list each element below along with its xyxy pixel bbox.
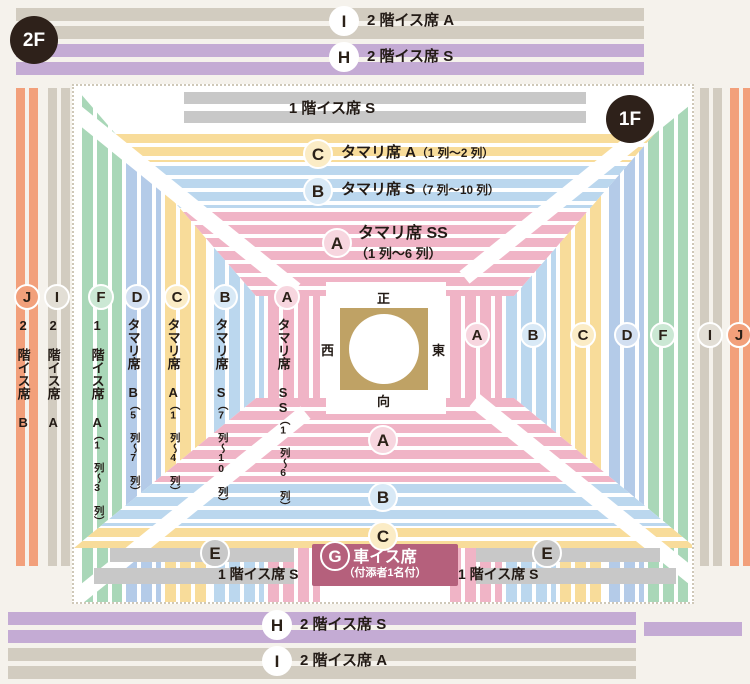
badge-top-center-C[interactable]: C: [303, 139, 333, 169]
badge-bottom-left-E[interactable]: E: [200, 538, 230, 568]
direction-east: 東: [432, 343, 446, 358]
badge-top-I[interactable]: I: [329, 6, 359, 36]
label-top-I: 2 階イス席 A: [367, 12, 455, 29]
bottom-row-I-band-upper: [8, 648, 636, 661]
badge-bottom-center-C[interactable]: C: [368, 521, 398, 551]
badge-bottom-center-A[interactable]: A: [368, 425, 398, 455]
direction-south: 向: [377, 394, 391, 409]
label-left-C: タマリ席 A（1 列〜4 列）: [165, 318, 181, 496]
badge-right-J[interactable]: J: [726, 322, 750, 348]
label-top-center-C: タマリ席 A（1 列〜2 列）: [341, 145, 494, 160]
top-row-H-band-lower: [16, 62, 644, 75]
label-left-J: 2 階イス席 B: [15, 318, 31, 430]
label-left-D-rows: （5 列〜7 列）: [127, 400, 139, 496]
label-top-center-B-main: タマリ席 S: [341, 181, 416, 198]
bottom-left-chair-bar-lower[interactable]: [94, 568, 294, 584]
dohyo-ring: [340, 308, 428, 390]
label-left-A-rows: （1 列〜6 列）: [277, 415, 289, 511]
left-column-I[interactable]: [48, 88, 74, 566]
label-left-C-main: タマリ席 A: [165, 318, 181, 400]
dohyo-circle: [349, 314, 419, 384]
bottom-right-chair-bar-upper[interactable]: [476, 548, 660, 562]
label-bottom-left-chair-s: 1 階イス席 S: [218, 566, 299, 582]
wheelchair-title: 車イス席: [353, 548, 417, 566]
badge-bottom-I[interactable]: I: [262, 646, 292, 676]
badge-bottom-right-E[interactable]: E: [532, 538, 562, 568]
label-left-I: 2 階イス席 A: [45, 318, 61, 430]
badge-top-center-A[interactable]: A: [322, 228, 352, 258]
arena-plate: 正 東 西 向 車イス席 （付添者1名付）: [72, 84, 694, 604]
badge-left-A[interactable]: A: [274, 284, 300, 310]
label-top-center-B: タマリ席 S（7 列〜10 列）: [341, 182, 500, 197]
top-row-I-band-lower: [16, 26, 644, 39]
badge-right-F[interactable]: F: [650, 322, 676, 348]
label-top-H: 2 階イス席 S: [367, 48, 454, 65]
badge-left-D[interactable]: D: [124, 284, 150, 310]
bottom-row-I-band-lower: [8, 666, 636, 679]
badge-bottom-G[interactable]: G: [320, 541, 350, 571]
label-left-F-rows: （1 列〜3 列）: [91, 430, 103, 526]
label-bottom-I: 2 階イス席 A: [300, 652, 388, 669]
label-left-A: タマリ席 SS（1 列〜6 列）: [275, 318, 291, 511]
direction-west: 西: [321, 343, 335, 358]
badge-left-C[interactable]: C: [164, 284, 190, 310]
label-top-center-C-main: タマリ席 A: [341, 144, 417, 161]
badge-bottom-H[interactable]: H: [262, 610, 292, 640]
badge-right-B[interactable]: B: [520, 322, 546, 348]
bottom-row-H-band-upper: [8, 612, 636, 625]
badge-right-C[interactable]: C: [570, 322, 596, 348]
label-top-center-B-rows: （7 列〜10 列）: [415, 184, 500, 197]
label-left-D: タマリ席 B（5 列〜7 列）: [125, 318, 141, 496]
badge-right-D[interactable]: D: [614, 322, 640, 348]
badge-bottom-center-B[interactable]: B: [368, 482, 398, 512]
badge-right-A[interactable]: A: [464, 322, 490, 348]
label-left-D-main: タマリ席 B: [125, 318, 141, 400]
badge-left-J[interactable]: J: [14, 284, 40, 310]
direction-north: 正: [377, 291, 391, 306]
label-1f-chair-s-top: 1 階イス席 S: [288, 100, 376, 117]
bottom-row-H-band-lower: [8, 630, 636, 643]
bottom-right-chair-bar-lower[interactable]: [476, 568, 676, 584]
label-left-C-rows: （1 列〜4 列）: [167, 400, 179, 496]
label-left-B-main: タマリ席 S: [213, 318, 229, 400]
wheelchair-sub: （付添者1名付）: [343, 566, 427, 579]
label-left-B: タマリ席 S（7 列〜10 列）: [213, 318, 229, 507]
label-top-center-A-main: タマリ席 SS: [358, 225, 448, 242]
label-left-F-main: 1 階イス席 A: [89, 318, 105, 430]
bottom-row-H-band-detached: [644, 622, 742, 636]
floor-badge-1f: 1F: [606, 95, 654, 143]
badge-top-center-B[interactable]: B: [303, 176, 333, 206]
label-bottom-right-chair-s: 1 階イス席 S: [458, 566, 539, 582]
label-bottom-H: 2 階イス席 S: [300, 616, 387, 633]
left-column-J[interactable]: [16, 88, 42, 566]
label-left-A-main: タマリ席 SS: [275, 318, 291, 415]
label-top-center-A-rows: （1 列〜6 列）: [355, 246, 442, 261]
label-left-F: 1 階イス席 A（1 列〜3 列）: [89, 318, 105, 526]
label-left-B-rows: （7 列〜10 列）: [215, 400, 227, 507]
badge-right-I[interactable]: I: [697, 322, 723, 348]
badge-left-I[interactable]: I: [44, 284, 70, 310]
badge-top-H[interactable]: H: [329, 42, 359, 72]
label-top-center-C-rows: （1 列〜2 列）: [416, 147, 494, 160]
badge-left-B[interactable]: B: [212, 284, 238, 310]
floor-badge-2f: 2F: [10, 16, 58, 64]
badge-left-F[interactable]: F: [88, 284, 114, 310]
